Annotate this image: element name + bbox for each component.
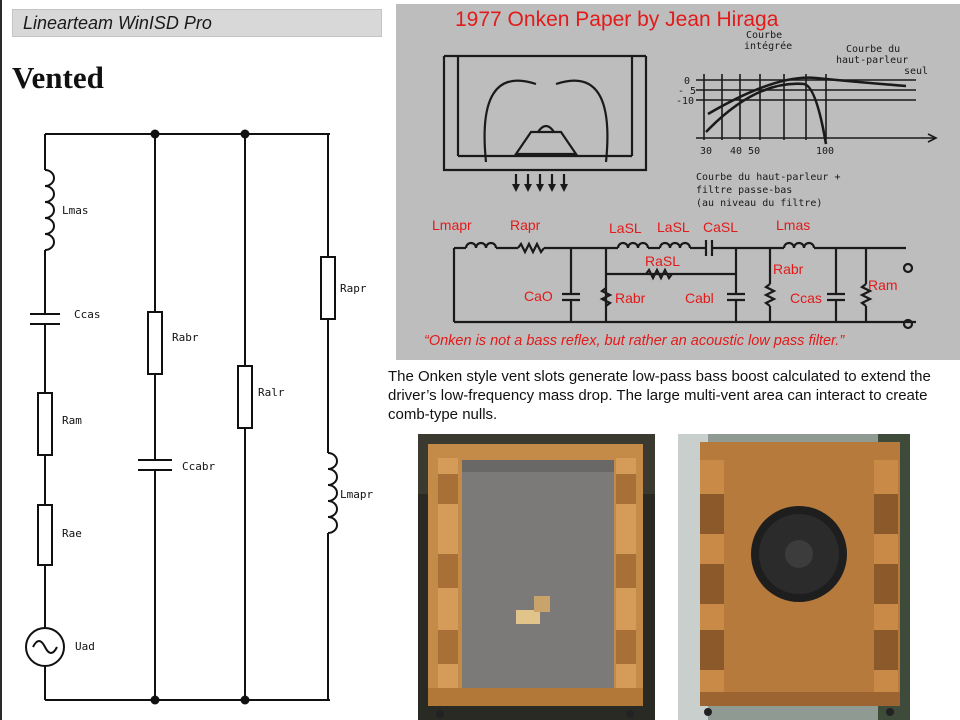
- graph-courbe-integree-2: intégrée: [744, 40, 792, 52]
- onken-label-lasl-2: LaSL: [657, 219, 690, 235]
- graph-courbe-hp-1: Courbe du: [846, 44, 900, 55]
- onken-vent-caption: The Onken style vent slots generate low-…: [388, 368, 931, 423]
- graph-y-tick-0: 0: [684, 76, 690, 87]
- onken-paper-figure: Courbe intégrée Courbe du haut-parleur s…: [442, 30, 938, 330]
- onken-label-cao: CaO: [524, 288, 553, 304]
- graph-x-tick-0: 30: [700, 146, 712, 157]
- winisd-title-bar: Linearteam WinISD Pro: [12, 9, 382, 37]
- onken-label-lasl-1: LaSL: [609, 220, 642, 236]
- vented-circuit-schematic: Lmas Ccas Ram Rae Uad Rabr Ccabr Ralr Ra…: [25, 129, 373, 705]
- label-ralr: Ralr: [258, 386, 285, 399]
- onken-quote: “Onken is not a bass reflex, but rather …: [424, 333, 845, 349]
- onken-label-lmas: Lmas: [776, 217, 811, 233]
- label-ccas: Ccas: [74, 308, 101, 321]
- onken-label-rapr: Rapr: [510, 217, 541, 233]
- onken-label-ccas: Ccas: [790, 290, 822, 306]
- onken-label-casl: CaSL: [703, 219, 739, 235]
- graph-courbe-hp-2: haut-parleur: [836, 55, 908, 66]
- graph-courbe-integree-1: Courbe: [746, 30, 782, 41]
- onken-label-rasl: RaSL: [645, 253, 681, 269]
- graph-caption-1: Courbe du haut-parleur +: [696, 172, 841, 183]
- label-ram: Ram: [62, 414, 82, 427]
- cabinet-interior-photo: [418, 434, 655, 720]
- label-ccabr: Ccabr: [182, 460, 215, 473]
- onken-label-rabr-left: Rabr: [615, 290, 646, 306]
- graph-caption-2: filtre passe-bas: [696, 185, 792, 196]
- onken-label-ram: Ram: [868, 277, 898, 293]
- onken-paper-title: 1977 Onken Paper by Jean Hiraga: [455, 8, 779, 31]
- label-lmapr: Lmapr: [340, 488, 373, 501]
- graph-caption-3: (au niveau du filtre): [696, 198, 822, 209]
- label-uad: Uad: [75, 640, 95, 653]
- label-rapr: Rapr: [340, 282, 367, 295]
- label-rae: Rae: [62, 527, 82, 540]
- cabinet-front-photo: [678, 434, 910, 720]
- page-left-border: [0, 0, 2, 720]
- vented-heading: Vented: [12, 60, 104, 95]
- graph-courbe-hp-3: seul: [904, 66, 928, 77]
- graph-x-tick-1: 40 50: [730, 146, 760, 157]
- graph-x-tick-2: 100: [816, 146, 834, 157]
- graph-y-tick-1: - 5: [678, 86, 696, 97]
- label-rabr: Rabr: [172, 331, 199, 344]
- graph-y-tick-2: -10: [676, 96, 694, 107]
- onken-label-rabr-right: Rabr: [773, 261, 804, 277]
- winisd-title: Linearteam WinISD Pro: [23, 13, 212, 33]
- onken-label-cabl: Cabl: [685, 290, 714, 306]
- label-lmas: Lmas: [62, 204, 89, 217]
- onken-label-lmapr: Lmapr: [432, 217, 472, 233]
